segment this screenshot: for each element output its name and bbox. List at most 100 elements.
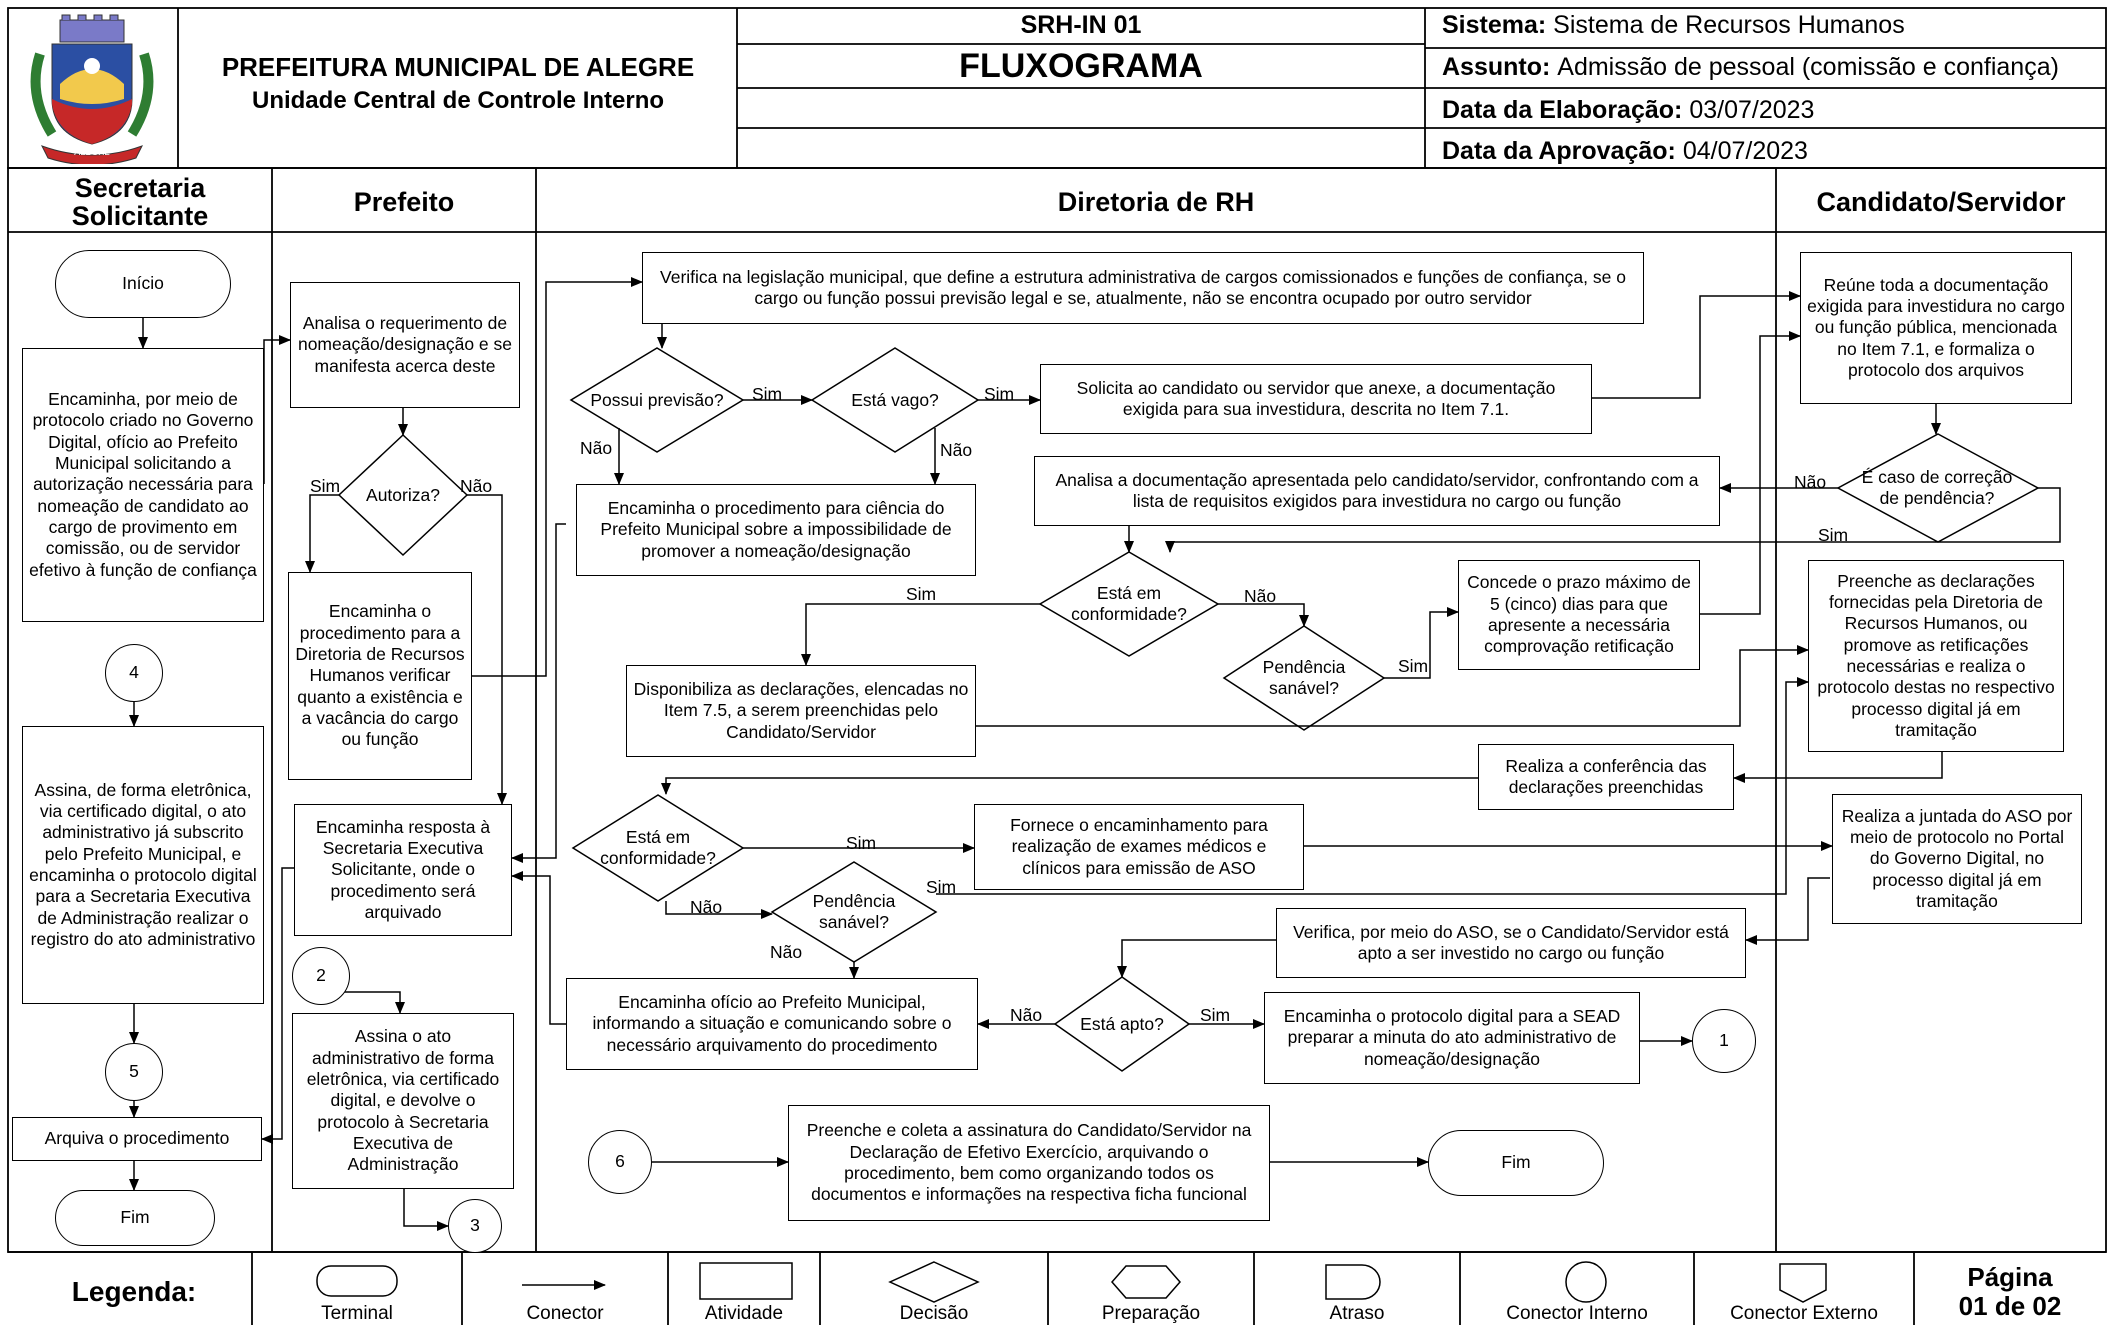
flow-arrow xyxy=(665,901,773,919)
pref-autoriza-decision: Autoriza? xyxy=(366,484,440,505)
aprovacao-row: Data da Aprovação: 04/07/2023 xyxy=(1442,134,1808,168)
rh-sead-activity: Encaminha o protocolo digital para a SEA… xyxy=(1264,992,1640,1084)
sistema-row: Sistema: Sistema de Recursos Humanos xyxy=(1442,8,1905,42)
page-indicator: Página 01 de 02 xyxy=(1914,1262,2106,1322)
rh-analisa-doc-activity: Analisa a documentação apresentada pelo … xyxy=(1034,456,1720,526)
flow-arrow xyxy=(1117,939,1276,978)
rh-preenche-activity: Preenche e coleta a assinatura do Candid… xyxy=(788,1105,1270,1221)
legend-delay-symbol xyxy=(1325,1264,1381,1300)
possui-diamond xyxy=(569,347,745,453)
assunto-row: Assunto: Admissão de pessoal (comissão e… xyxy=(1442,50,2059,84)
edge-label-sim: Sim xyxy=(906,584,937,604)
municipal-seal-logo: ALEGRE xyxy=(30,14,154,164)
doc-code: SRH-IN 01 xyxy=(1020,10,1142,39)
edge-label-sim: Sim xyxy=(752,384,783,404)
legend-terminal-symbol xyxy=(316,1265,398,1297)
edge-label-nao: Não xyxy=(1010,1005,1043,1025)
edge-label-nao: Não xyxy=(770,942,803,962)
rh-prazo-activity: Concede o prazo máximo de 5 (cinco) dias… xyxy=(1458,560,1700,670)
legend-title: Legenda: xyxy=(71,1276,197,1307)
legend-label-conector-externo: Conector Externo xyxy=(1730,1303,1878,1324)
legend-internal-connector-symbol xyxy=(1565,1261,1607,1303)
legend-label-decisao: Decisão xyxy=(899,1303,969,1324)
start-terminal: Início xyxy=(55,250,231,318)
flow-arrow xyxy=(305,494,339,573)
flow-arrow xyxy=(511,523,566,863)
sistema-label: Sistema: xyxy=(1442,10,1547,39)
legend-activity-symbol xyxy=(699,1262,793,1300)
legend-label-terminal: Terminal xyxy=(321,1303,393,1324)
rh-pendencia2-decision: Pendência sanável? xyxy=(812,891,896,932)
legend-preparation-symbol xyxy=(1111,1265,1181,1299)
vago-diamond xyxy=(810,347,980,453)
flow-arrow xyxy=(1745,877,1830,945)
rh-possui-decision: Possui previsão? xyxy=(590,389,724,410)
assunto-label: Assunto: xyxy=(1442,52,1551,81)
edge-label-sim: Sim xyxy=(1398,656,1429,676)
rh-end-terminal: Fim xyxy=(1428,1130,1604,1196)
connector-5: 5 xyxy=(105,1043,163,1101)
rh-oficio-activity: Encaminha ofício ao Prefeito Municipal, … xyxy=(566,978,978,1070)
flow-arrow xyxy=(1592,291,1801,399)
lane-title-rh: Diretoria de RH xyxy=(1057,186,1255,217)
rh-conformidade1-decision: Está em conformidade? xyxy=(1071,583,1187,624)
edge-label-nao: Não xyxy=(940,440,973,460)
lane-title-candidato: Candidato/Servidor xyxy=(1816,186,2066,217)
rh-verifica-aso-activity: Verifica, por meio do ASO, se o Candidat… xyxy=(1276,908,1746,978)
legend-label-conector-interno: Conector Interno xyxy=(1506,1303,1648,1324)
legend-label-conector: Conector xyxy=(526,1303,604,1324)
edge-label-sim: Sim xyxy=(846,833,877,853)
page-label: Página xyxy=(1967,1262,2053,1293)
flow-arrow xyxy=(1700,331,1801,615)
edge-label-sim: Sim xyxy=(984,384,1015,404)
legend-label-atividade: Atividade xyxy=(704,1303,784,1324)
lane-title-secretaria: Secretaria Solicitante xyxy=(71,172,209,231)
edge-label-nao: Não xyxy=(1244,586,1277,606)
flow-arrow xyxy=(1384,607,1459,679)
conformidade2-diamond xyxy=(571,794,745,902)
flow-arrow xyxy=(1165,487,2061,553)
rh-disponibiliza-activity: Disponibiliza as declarações, elencadas … xyxy=(626,665,976,757)
cand-reune-activity: Reúne toda a documentação exigida para i… xyxy=(1800,252,2072,404)
rh-conferencia-activity: Realiza a conferência das declarações pr… xyxy=(1478,744,1734,810)
aprovacao-value: 04/07/2023 xyxy=(1682,136,1808,165)
assunto-value: Admissão de pessoal (comissão e confianç… xyxy=(1557,52,2059,81)
flow-arrow xyxy=(976,645,1809,727)
rh-verifica-activity: Verifica na legislação municipal, que de… xyxy=(642,252,1644,324)
flow-arrow xyxy=(1218,603,1309,627)
edge-label-nao: Não xyxy=(690,897,723,917)
conformidade1-diamond xyxy=(1038,551,1220,657)
org-name: PREFEITURA MUNICIPAL DE ALEGRE xyxy=(221,51,695,82)
apto-diamond xyxy=(1053,976,1191,1072)
connector-1: 1 xyxy=(1692,1009,1756,1073)
aprovacao-label: Data da Aprovação: xyxy=(1442,136,1676,165)
sec-assina-activity: Assina, de forma eletrônica, via certifi… xyxy=(22,726,264,1004)
connector-2: 2 xyxy=(292,947,350,1005)
rh-impossibilidade-activity: Encaminha o procedimento para ciência do… xyxy=(576,484,976,576)
edge-label-sim: Sim xyxy=(310,476,341,496)
legend-label-atraso: Atraso xyxy=(1329,1303,1385,1324)
rh-fornece-activity: Fornece o encaminhamento para realização… xyxy=(974,804,1304,890)
svg-text:ALEGRE: ALEGRE xyxy=(74,148,110,158)
elaboracao-label: Data da Elaboração: xyxy=(1442,95,1683,124)
pref-resposta-activity: Encaminha resposta à Secretaria Executiv… xyxy=(294,804,512,936)
doc-type: FLUXOGRAMA xyxy=(959,46,1203,85)
sec-encaminha-activity: Encaminha, por meio de protocolo criado … xyxy=(22,348,264,622)
cand-juntada-activity: Realiza a juntada do ASO por meio de pro… xyxy=(1832,794,2082,924)
flow-arrow xyxy=(263,335,291,484)
rh-pendencia1-decision: Pendência sanável? xyxy=(1262,657,1346,698)
pref-analisa-activity: Analisa o requerimento de nomeação/desig… xyxy=(290,282,520,408)
sec-end-terminal: Fim xyxy=(55,1190,215,1246)
edge-label-sim: Sim xyxy=(1200,1005,1231,1025)
edge-label-sim: Sim xyxy=(1818,525,1849,545)
elaboracao-value: 03/07/2023 xyxy=(1689,95,1815,124)
legend-decision-symbol xyxy=(888,1261,980,1303)
flow-arrow xyxy=(261,867,294,1144)
sistema-value: Sistema de Recursos Humanos xyxy=(1553,10,1905,39)
unit-name: Unidade Central de Controle Interno xyxy=(251,86,665,114)
autoriza-diamond xyxy=(337,433,469,557)
lane-title-prefeito: Prefeito xyxy=(353,186,455,217)
flow-arrow xyxy=(403,1189,449,1231)
